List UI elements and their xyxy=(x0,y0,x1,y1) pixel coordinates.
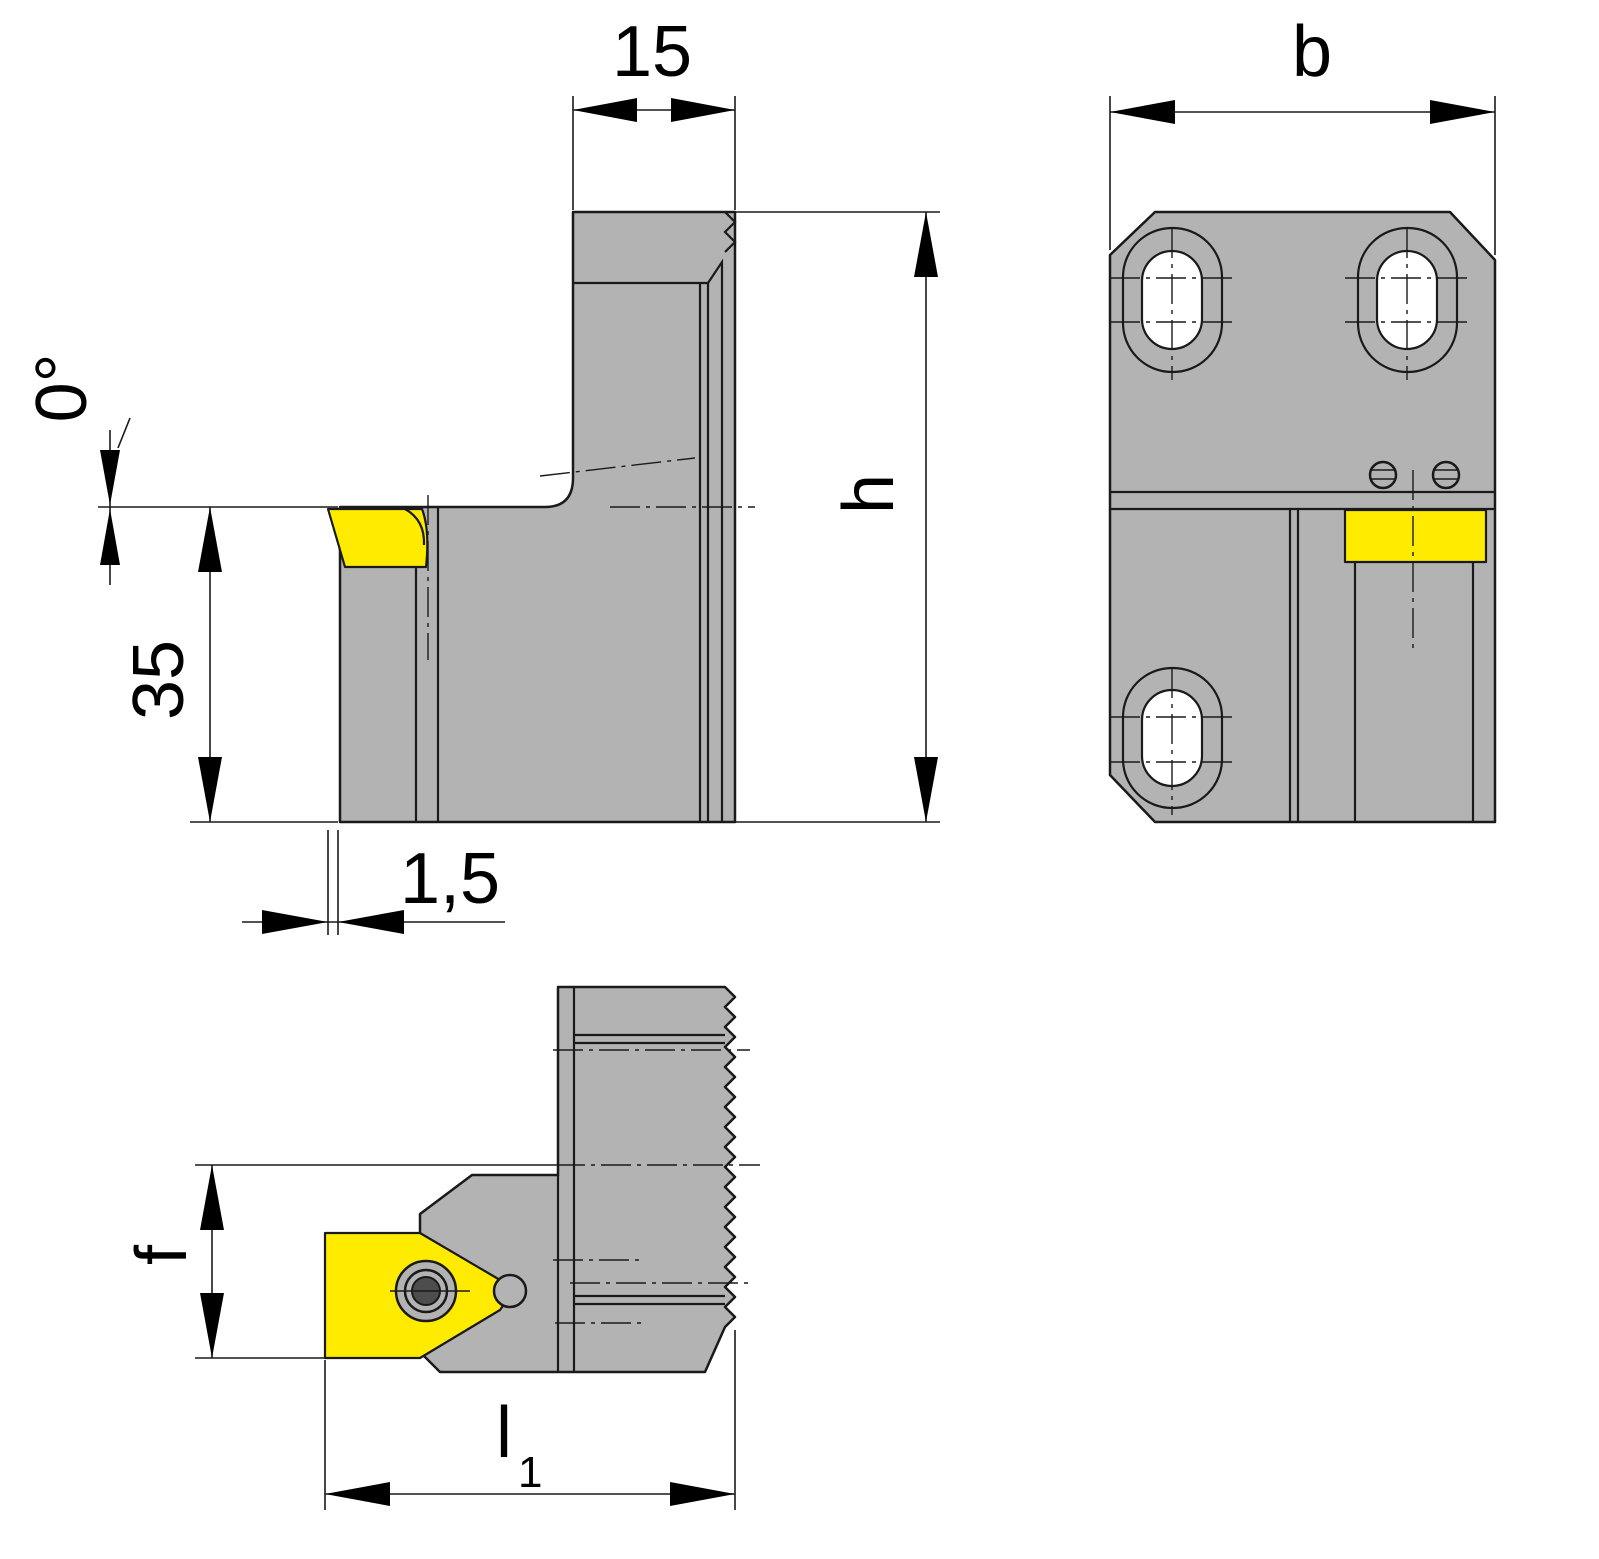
front-view-dimensions: 15 h 35 0° 1,5 xyxy=(22,12,940,935)
top-view-dimensions: f l 1 xyxy=(122,1164,736,1510)
side-view-dimensions: b xyxy=(1109,12,1496,255)
dim-l1-label: l xyxy=(496,1393,512,1473)
front-view xyxy=(326,210,755,824)
side-view-screws xyxy=(1368,460,1461,490)
dim-15-label: 15 xyxy=(612,12,692,92)
front-view-insert xyxy=(326,507,429,569)
slot-bottom-left xyxy=(1110,666,1235,815)
slot-top-right xyxy=(1345,226,1470,380)
side-view-insert xyxy=(1343,508,1488,564)
side-view xyxy=(1108,210,1497,824)
dim-h-label: h xyxy=(829,474,909,514)
dim-f-label: f xyxy=(122,1244,202,1265)
top-view xyxy=(323,985,760,1374)
front-view-serration xyxy=(723,211,737,253)
dim-35-label: 35 xyxy=(119,640,199,720)
dim-angle-label: 0° xyxy=(22,354,102,423)
top-view-body xyxy=(418,985,737,1374)
dim-b-label: b xyxy=(1292,12,1332,92)
slot-top-left xyxy=(1110,226,1235,380)
front-view-step-line xyxy=(573,258,724,822)
dim-l1-subscript: 1 xyxy=(518,1448,542,1497)
top-view-pin xyxy=(492,1273,528,1309)
top-view-clamp-screw xyxy=(390,1259,470,1323)
dim-offset-label: 1,5 xyxy=(400,839,500,919)
